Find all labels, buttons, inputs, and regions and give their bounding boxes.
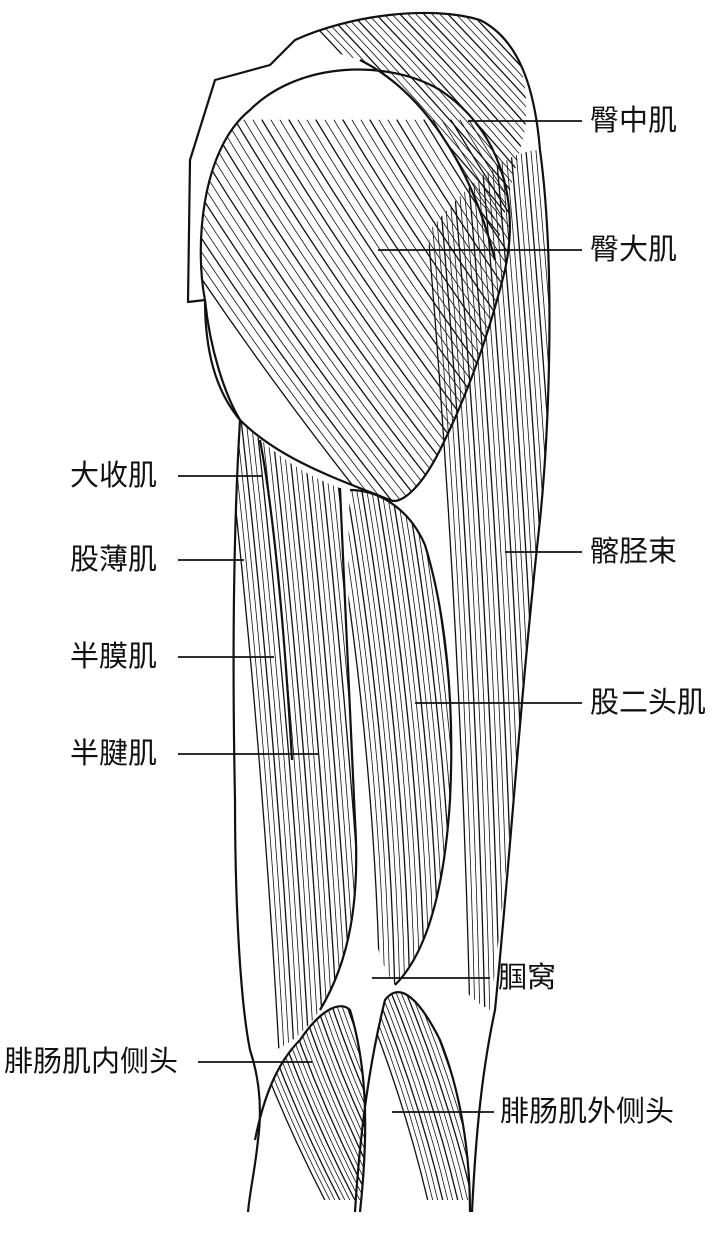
gluteus-medius-border (359, 59, 497, 261)
label-biceps-femoris: 股二头肌 (590, 685, 707, 719)
label-adductor-magnus: 大收肌 (70, 458, 158, 492)
label-leader-lines (178, 120, 582, 1113)
biceps-femoris-fibers (348, 490, 452, 985)
gluteus-maximus-outline (199, 68, 511, 503)
iliotibial-tract-fibers (419, 150, 550, 1010)
gastrocnemius-lateral-outline (353, 991, 472, 1213)
label-gastrocnemius-medial-head: 腓肠肌内侧头 (4, 1044, 179, 1078)
gracilis-border (258, 439, 294, 761)
label-popliteal-fossa: 腘窝 (498, 960, 557, 994)
outer-contour-lateral (186, 11, 551, 1213)
gastrocnemius-medial-outline (253, 1005, 367, 1213)
gluteus-maximus-fibers (200, 119, 510, 501)
label-semimembranosus: 半膜肌 (70, 639, 158, 673)
semitendinosus-border (319, 487, 358, 1011)
label-gracilis: 股薄肌 (70, 542, 158, 576)
label-gluteus-maximus: 臀大肌 (590, 232, 678, 266)
label-semitendinosus: 半腱肌 (70, 736, 158, 770)
medial-hamstring-fibers (233, 420, 357, 1053)
biceps-femoris-outline (349, 488, 453, 986)
label-gastrocnemius-lateral-head: 腓肠肌外侧头 (500, 1094, 675, 1128)
outer-contour-medial (203, 299, 262, 1213)
label-gluteus-medius: 臀中肌 (590, 103, 678, 137)
label-iliotibial-tract: 髂胫束 (590, 534, 678, 568)
